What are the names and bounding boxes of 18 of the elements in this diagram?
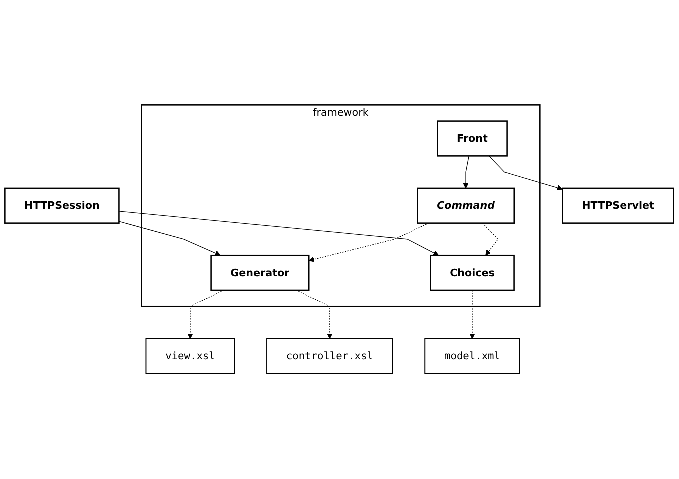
node-box: Generator [210, 254, 310, 292]
node-box: Command [417, 188, 516, 224]
node-box: Choices [430, 254, 515, 292]
node-box: model.xml [424, 338, 520, 374]
arrow [463, 156, 470, 189]
arrow [118, 221, 221, 256]
arrow [188, 290, 224, 340]
arrow [118, 211, 440, 256]
node-box: HTTPSession [4, 188, 120, 224]
arrow [482, 223, 499, 256]
arrow [308, 223, 430, 262]
node-box: Front [437, 120, 508, 157]
node-box: view.xsl [146, 338, 236, 374]
node-box: HTTPServlet [562, 188, 674, 224]
node-box: controller.xsl [266, 338, 394, 374]
arrow [296, 290, 333, 340]
arrow [470, 290, 476, 340]
arrow [488, 156, 564, 191]
